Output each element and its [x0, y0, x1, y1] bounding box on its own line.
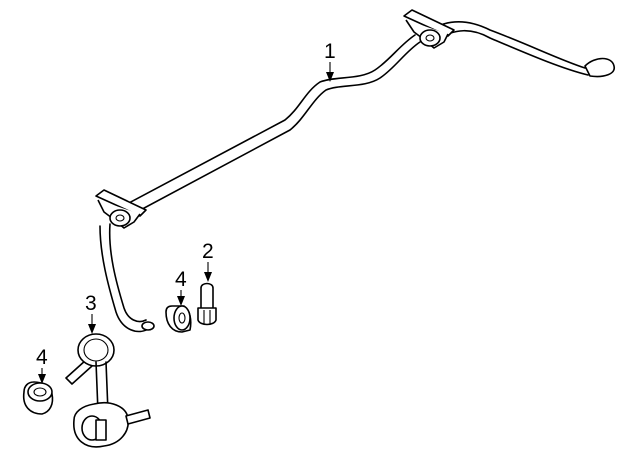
- stabilizer-link: [65, 333, 151, 448]
- callout-4-lower: 4: [36, 346, 48, 369]
- bushing-upper: [165, 305, 192, 333]
- callout-3: 3: [85, 292, 97, 315]
- callout-2: 2: [202, 240, 214, 263]
- callout-4-upper: 4: [175, 268, 187, 291]
- callout-arrows: [38, 62, 334, 384]
- callout-1: 1: [324, 40, 336, 63]
- stabilizer-bar: [95, 9, 615, 333]
- bolt: [197, 282, 217, 326]
- bushing-lower: [22, 381, 54, 415]
